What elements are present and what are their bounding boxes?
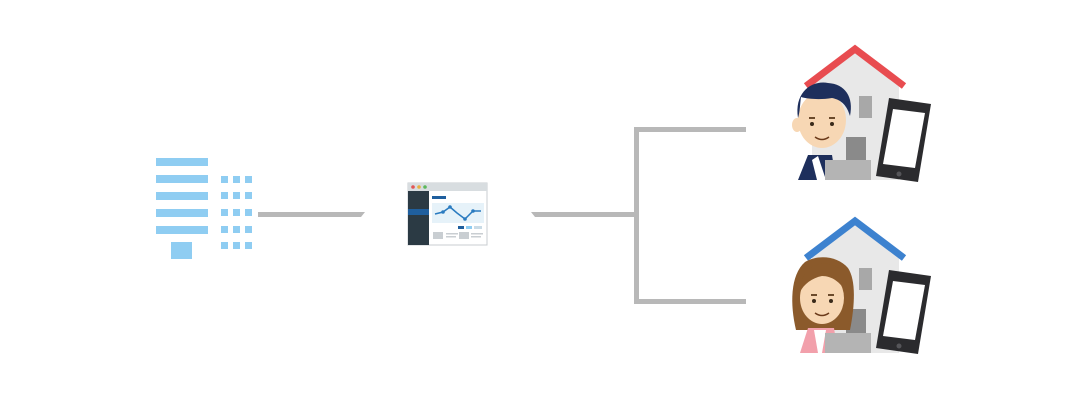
office-building-icon (156, 158, 252, 259)
connector-lines (258, 127, 746, 304)
connector-office-to-dashboard (258, 212, 365, 217)
connector-branch-top (634, 127, 746, 132)
home-worker-man-icon (792, 44, 931, 182)
smartphone-icon (876, 270, 931, 354)
dashboard-screen-icon (407, 182, 488, 246)
smartphone-icon (876, 98, 931, 182)
laptop-icon (825, 333, 871, 353)
connector-branch-vertical (634, 127, 639, 304)
home-worker-woman-icon (792, 216, 931, 354)
office-windows (221, 176, 252, 249)
laptop-icon (825, 160, 871, 180)
connector-branch-bottom (634, 299, 746, 304)
connector-dashboard-to-branch (531, 212, 637, 217)
